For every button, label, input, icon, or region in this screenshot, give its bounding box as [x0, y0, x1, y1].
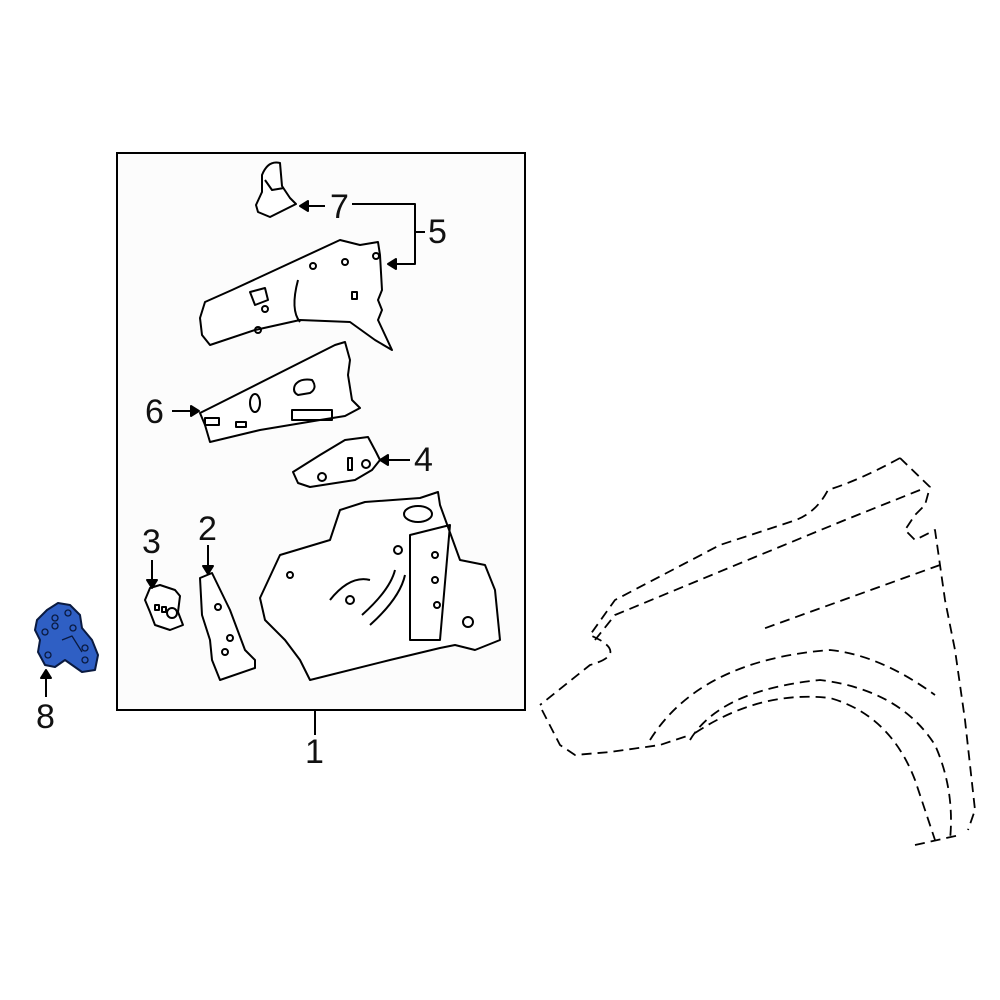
part-7-bracket[interactable]: [255, 161, 297, 218]
part-4-apron-reinforcement[interactable]: [292, 436, 381, 488]
part-5-upper-rail[interactable]: [199, 239, 393, 351]
part-3-small-bracket[interactable]: [144, 584, 184, 631]
fender-reference-outline: [539, 457, 976, 846]
part-6-rail-inner[interactable]: [199, 341, 361, 443]
callout-3: 3: [142, 523, 161, 561]
part-1-apron-panel[interactable]: [259, 491, 501, 681]
callout-1: 1: [305, 733, 324, 771]
callout-7: 7: [330, 188, 349, 226]
part-2-reinforcement[interactable]: [199, 572, 256, 681]
callout-6: 6: [145, 393, 164, 431]
part-8-highlighted-bracket[interactable]: [34, 602, 99, 673]
callout-5: 5: [428, 213, 447, 251]
callout-4: 4: [414, 441, 433, 479]
leader-lines: [40, 200, 425, 735]
callout-8: 8: [36, 698, 55, 736]
callout-2: 2: [198, 510, 217, 548]
